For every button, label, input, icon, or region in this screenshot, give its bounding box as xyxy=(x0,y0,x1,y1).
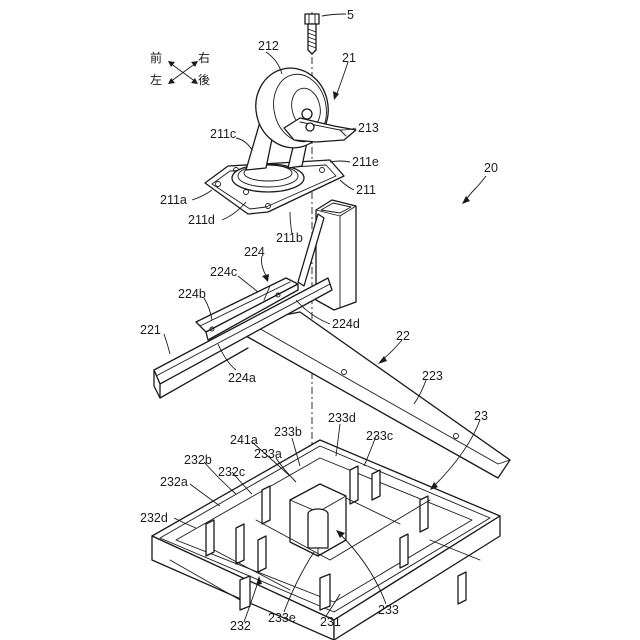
frame-rail xyxy=(246,312,510,478)
label-233e: 233e xyxy=(268,611,296,625)
label-224: 224 xyxy=(244,245,265,259)
label-233d: 233d xyxy=(328,411,356,425)
label-241a: 241a xyxy=(230,433,258,447)
label-224a: 224a xyxy=(228,371,256,385)
label-211c: 211c xyxy=(210,127,236,141)
label-211a: 211a xyxy=(160,193,187,207)
tray xyxy=(152,440,500,640)
label-21: 21 xyxy=(342,51,356,65)
leader-20 xyxy=(466,176,486,200)
label-224b: 224b xyxy=(178,287,206,301)
label-233: 233 xyxy=(378,603,399,617)
bolt xyxy=(305,14,319,54)
direction-left: 左 xyxy=(150,72,162,87)
label-23: 23 xyxy=(474,409,488,423)
label-211b: 211b xyxy=(276,231,303,245)
label-20: 20 xyxy=(484,161,498,175)
label-221: 221 xyxy=(140,323,161,337)
label-212: 212 xyxy=(258,39,279,53)
label-223: 223 xyxy=(422,369,443,383)
label-232: 232 xyxy=(230,619,251,633)
direction-indicator: 前 右 左 後 xyxy=(150,50,210,87)
label-232b: 232b xyxy=(184,453,212,467)
label-233c: 233c xyxy=(366,429,393,443)
label-232c: 232c xyxy=(218,465,245,479)
direction-right: 右 xyxy=(198,50,210,65)
label-5: 5 xyxy=(347,8,354,22)
label-224d: 224d xyxy=(332,317,360,331)
label-213: 213 xyxy=(358,121,379,135)
label-233a: 233a xyxy=(254,447,282,461)
label-231: 231 xyxy=(320,615,341,629)
label-211: 211 xyxy=(356,183,376,197)
direction-front: 前 xyxy=(150,50,162,65)
label-232a: 232a xyxy=(160,475,188,489)
label-232d: 232d xyxy=(140,511,168,525)
label-211d: 211d xyxy=(188,213,215,227)
label-233b: 233b xyxy=(274,425,302,439)
label-22: 22 xyxy=(396,329,410,343)
label-224c: 224c xyxy=(210,265,237,279)
direction-rear: 後 xyxy=(198,73,210,87)
label-211e: 211e xyxy=(352,155,379,169)
